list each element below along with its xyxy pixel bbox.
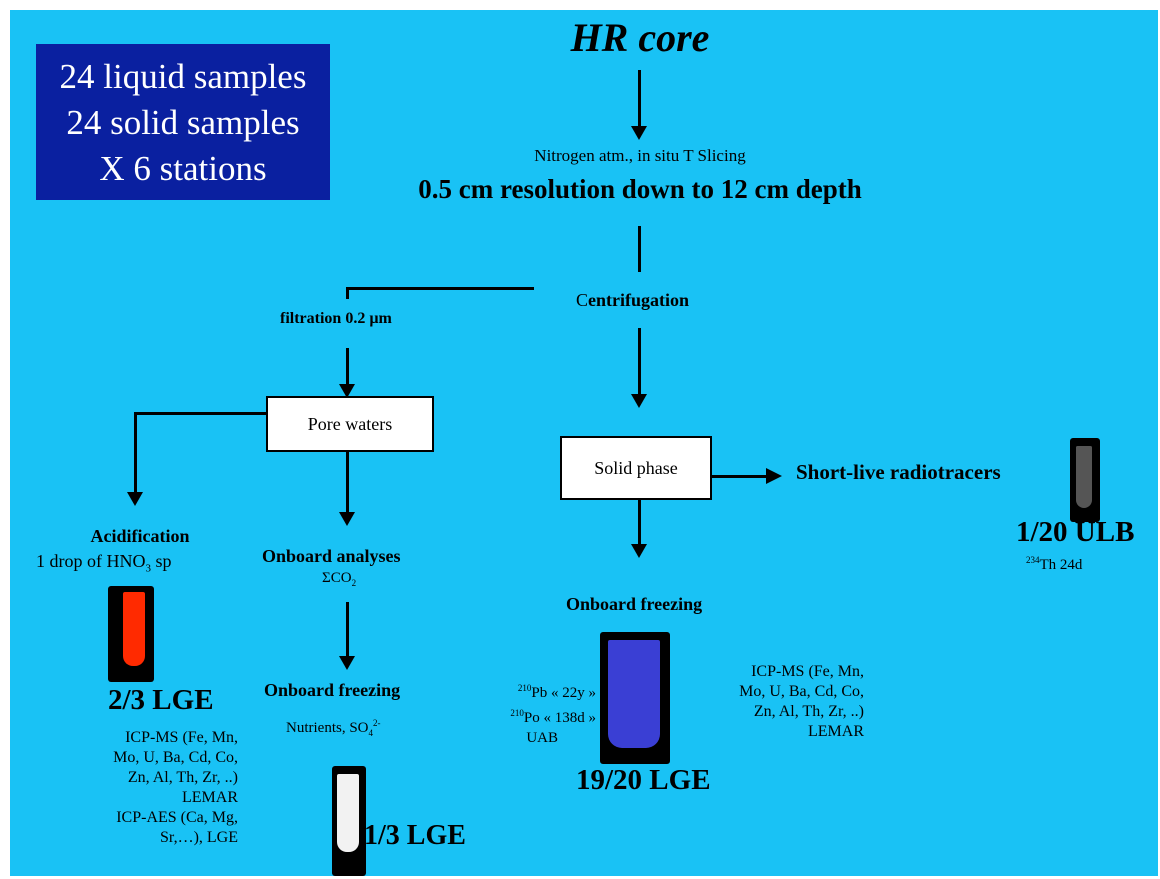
- vial-white-fill: [337, 774, 359, 852]
- vial-blue-fill: [608, 640, 660, 748]
- lge-23-line-6: Sr,…), LGE: [159, 829, 238, 846]
- arrow-analyses-freezing-head: [339, 656, 355, 670]
- arrow-short-live-shaft: [712, 475, 768, 478]
- onboard-freezing-right-title: Onboard freezing: [566, 594, 703, 614]
- sigma-co2-text: ΣCO2: [322, 570, 357, 588]
- arrow-onboard-analyses-shaft: [346, 452, 349, 514]
- right-icp-line-4: LEMAR: [808, 723, 864, 740]
- vial-ulb-fill: [1076, 446, 1092, 508]
- short-live-label: Short-live radiotracers: [796, 460, 1001, 484]
- solid-phase-box: Solid phase: [560, 436, 712, 500]
- ulb-label: 1/20 ULB: [1016, 516, 1135, 548]
- onboard-analyses-title: Onboard analyses: [262, 546, 401, 566]
- arrow-acidification-shaft: [134, 412, 137, 494]
- lge-23-line-5: ICP-AES (Ca, Mg,: [116, 809, 238, 826]
- acidification-title: Acidification: [90, 526, 190, 546]
- right-icp-line-3: Zn, Al, Th, Zr, ..): [753, 703, 864, 720]
- lge-23-line-2: Mo, U, Ba, Cd, Co,: [113, 749, 238, 766]
- arrow-acidification-head: [127, 492, 143, 506]
- arrow-filtration-shaft: [346, 348, 349, 388]
- line-to-centrifugation: [638, 226, 641, 272]
- samples-line-liquid: 24 liquid samples: [59, 57, 307, 96]
- arrow-filtration-head: [339, 384, 355, 398]
- centrifugation-label: Centrifugation: [576, 290, 690, 310]
- filtration-label: filtration 0.2 µm: [280, 310, 392, 327]
- right-icp-line-1: ICP-MS (Fe, Mn,: [751, 663, 864, 680]
- line-branch-tick: [346, 287, 349, 299]
- slicing-text: Nitrogen atm., in situ T Slicing: [534, 146, 746, 165]
- nutrients-text: Nutrients, SO42-: [286, 718, 381, 738]
- uab-line: UAB: [526, 730, 558, 746]
- pb-po-text: 210Pb « 22y » 210Po « 138d » UAB: [420, 678, 596, 748]
- right-icp-text: ICP-MS (Fe, Mn, Mo, U, Ba, Cd, Co, Zn, A…: [680, 662, 864, 742]
- arrow-solid-freezing-head: [631, 544, 647, 558]
- arrow-onboard-analyses-head: [339, 512, 355, 526]
- samples-line-solid: 24 solid samples: [66, 103, 300, 142]
- arrow-analyses-freezing-shaft: [346, 602, 349, 660]
- right-icp-line-2: Mo, U, Ba, Cd, Co,: [739, 683, 864, 700]
- samples-box: 24 liquid samples 24 solid samples X 6 s…: [36, 44, 330, 200]
- lge-13-label: 1/3 LGE: [364, 820, 466, 851]
- lge-1920-label: 19/20 LGE: [576, 764, 711, 796]
- onboard-freezing-left-title: Onboard freezing: [264, 680, 401, 700]
- line-pore-to-acidification: [134, 412, 266, 415]
- arrow-centrifugation-head: [631, 394, 647, 408]
- diagram-title: HR core: [570, 15, 710, 60]
- lge-23-line-3: Zn, Al, Th, Zr, ..): [127, 769, 238, 786]
- acidification-line: 1 drop of HNO3 sp: [36, 551, 172, 575]
- lge-23-line-4: LEMAR: [182, 789, 238, 806]
- arrow-core-shaft: [638, 70, 641, 130]
- resolution-text: 0.5 cm resolution down to 12 cm depth: [418, 174, 862, 204]
- pb-line: 210Pb « 22y »: [517, 683, 596, 701]
- ulb-th-text: 234Th 24d: [1026, 555, 1083, 573]
- arrow-short-live-head: [766, 468, 782, 484]
- lge-23-label: 2/3 LGE: [108, 684, 214, 716]
- samples-line-stations: X 6 stations: [99, 149, 267, 188]
- po-line: 210Po « 138d »: [510, 708, 596, 726]
- line-branch-horizontal: [346, 287, 534, 290]
- arrow-centrifugation-shaft: [638, 328, 641, 398]
- vial-red-fill: [123, 592, 145, 666]
- arrow-solid-freezing-shaft: [638, 500, 641, 548]
- pore-waters-box: Pore waters: [266, 396, 434, 452]
- arrow-core-head: [631, 126, 647, 140]
- lge-23-analysis: ICP-MS (Fe, Mn, Mo, U, Ba, Cd, Co, Zn, A…: [20, 728, 238, 848]
- lge-23-line-1: ICP-MS (Fe, Mn,: [125, 729, 238, 746]
